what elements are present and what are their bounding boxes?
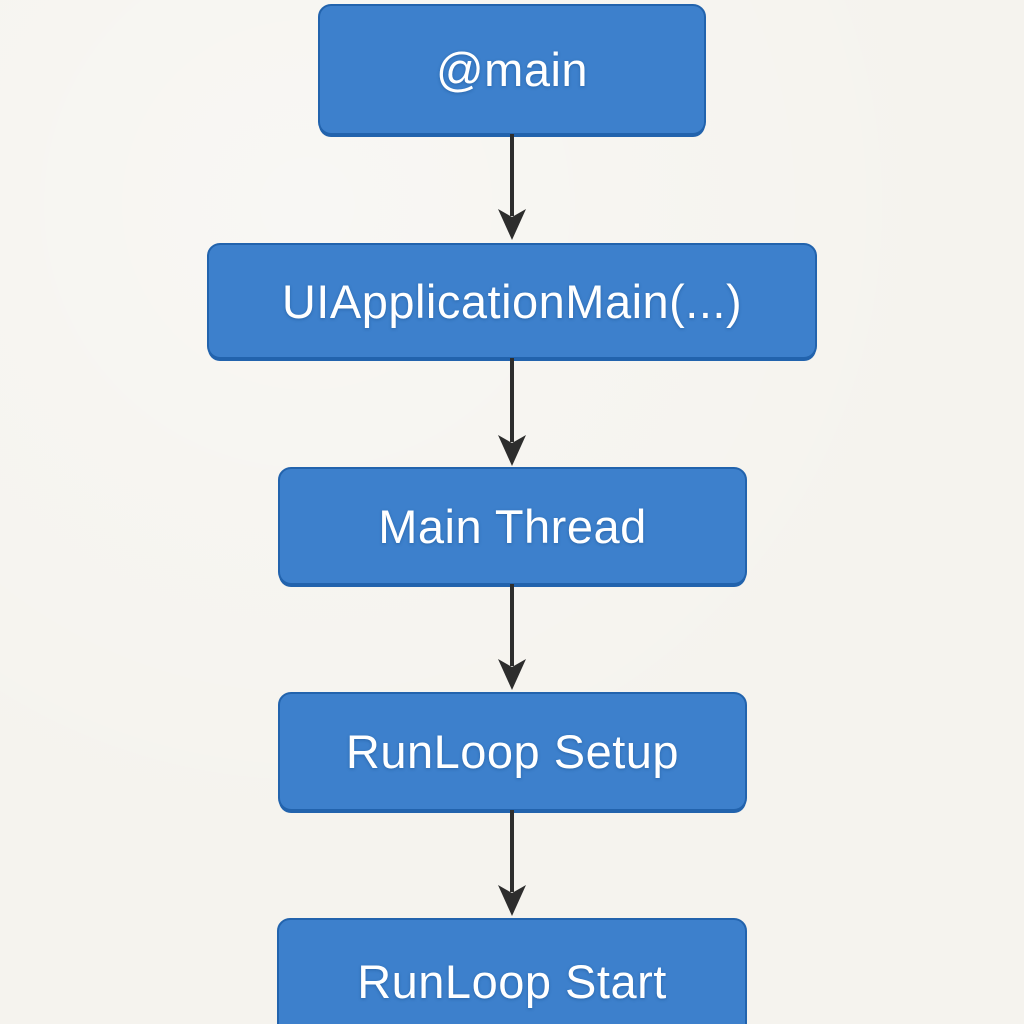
flow-node-runloop-start: RunLoop Start (277, 918, 747, 1024)
down-arrow-icon (498, 584, 526, 690)
flow-node-label: UIApplicationMain(...) (281, 274, 743, 328)
flow-node-main-thread: Main Thread (278, 467, 747, 585)
down-arrow-icon (498, 134, 526, 240)
flow-node-label: Main Thread (378, 499, 647, 553)
flow-node-runloop-setup: RunLoop Setup (278, 692, 747, 811)
flow-node-uiapplicationmain: UIApplicationMain(...) (207, 243, 817, 359)
flow-node-label: RunLoop Setup (345, 725, 680, 778)
down-arrow-icon (498, 810, 526, 916)
down-arrow-icon (498, 358, 526, 466)
flow-node-label: @main (435, 43, 589, 96)
flow-node-main: @main (318, 4, 706, 135)
flow-node-label: RunLoop Start (357, 954, 667, 1008)
